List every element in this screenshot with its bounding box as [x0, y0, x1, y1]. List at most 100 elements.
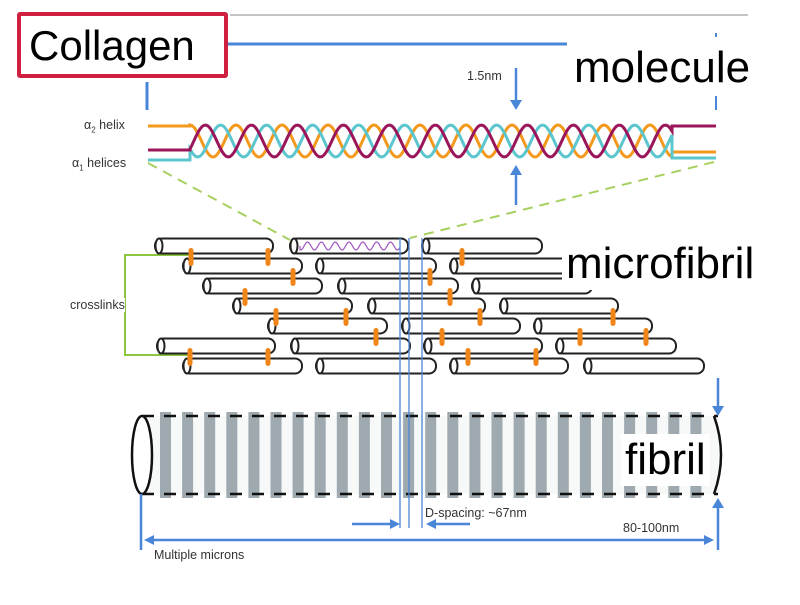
alpha-symbol: α	[84, 118, 92, 132]
microfibril-array	[154, 237, 705, 375]
microfibril-tube	[421, 237, 543, 255]
alpha2-text: helix	[95, 118, 125, 132]
arrow-left-icon	[144, 535, 154, 545]
alpha1-text: helices	[83, 156, 127, 170]
tube-end	[367, 297, 377, 315]
fibril-band	[579, 412, 591, 498]
fibril-band	[425, 412, 437, 498]
fibril-band	[248, 412, 260, 498]
crosslink-mark	[343, 308, 349, 326]
crosslink-mark	[465, 348, 471, 366]
tube-end	[449, 257, 459, 275]
microfibril-tube	[533, 317, 653, 335]
microfibril-tube	[555, 337, 677, 355]
tube-end	[421, 237, 431, 255]
fibril-band	[182, 412, 194, 498]
fibril-band	[336, 412, 348, 498]
crosslink-mark	[273, 308, 279, 326]
microfibril-tube	[182, 257, 303, 275]
alpha-subscript: 1	[79, 163, 84, 173]
label-crosslinks: crosslinks	[70, 298, 125, 312]
tube-end	[499, 297, 509, 315]
helix-strand	[148, 123, 716, 159]
crosslink-mark	[643, 328, 649, 346]
crosslink-mark	[447, 288, 453, 306]
microfibril-tube	[202, 277, 323, 295]
label-alpha1-helices: α1 helices	[72, 156, 126, 173]
fibril-band	[557, 412, 569, 498]
arrow-right-icon	[390, 519, 400, 529]
zoom-guide-right	[409, 161, 715, 239]
crosslink-mark	[187, 348, 193, 366]
arrow-up-icon	[712, 498, 724, 508]
helix-strand	[148, 123, 716, 162]
crosslinks-bracket	[124, 254, 190, 356]
zoom-guide-left	[147, 162, 291, 241]
title-box: Collagen	[17, 12, 228, 78]
tube-end	[289, 237, 299, 255]
tube-end	[154, 237, 164, 255]
fibril-band	[160, 412, 171, 498]
crosslink-mark	[610, 308, 616, 326]
fibril-diameter-arrows	[712, 378, 724, 550]
tube-helix	[299, 241, 401, 251]
arrow-up-icon	[510, 165, 522, 175]
fibril-band	[358, 412, 370, 498]
fibril-band	[204, 412, 216, 498]
microfibril-tube	[267, 317, 388, 335]
tube-end	[315, 257, 325, 275]
label-d-spacing: D-spacing: ~67nm	[425, 506, 527, 520]
fibril-band	[513, 412, 525, 498]
tube-end	[337, 277, 347, 295]
fibril-band	[292, 412, 304, 498]
microfibril-tube	[315, 257, 437, 275]
label-molecule: molecule	[570, 42, 755, 94]
microfibril-tube	[156, 337, 276, 355]
fibril-band	[381, 412, 392, 498]
crosslink-mark	[265, 348, 271, 366]
tube-end	[449, 357, 459, 375]
diameter-arrows	[510, 68, 522, 205]
microfibril-tube	[232, 297, 353, 315]
fibril-end-cap	[130, 414, 154, 496]
label-alpha2-helix: α2 helix	[84, 118, 125, 135]
fibril-right-end	[712, 415, 723, 495]
crosslink-mark	[242, 288, 248, 306]
microfibril-tube	[290, 337, 411, 355]
crosslink-mark	[459, 248, 465, 266]
label-fibril-diameter: 80-100nm	[623, 521, 680, 535]
microfibril-tube	[154, 237, 274, 255]
alpha-subscript: 2	[91, 125, 96, 135]
fibril-band	[491, 412, 503, 498]
tube-end	[423, 337, 433, 355]
title: Collagen	[29, 22, 195, 69]
crosslink-mark	[533, 348, 539, 366]
crosslink-mark	[477, 308, 483, 326]
microfibril-tube	[583, 357, 705, 375]
label-microfibril: microfibril	[562, 238, 759, 290]
helix-strand	[148, 122, 716, 160]
label-fibril-length: Multiple microns	[154, 548, 245, 562]
crosslink-mark	[188, 248, 194, 266]
microfibril-tube	[289, 237, 409, 255]
crosslink-mark	[290, 268, 296, 286]
crosslink-mark	[439, 328, 445, 346]
fibril-band	[535, 412, 547, 498]
microfibril-tube	[449, 257, 571, 275]
d-spacing-guides	[352, 238, 470, 529]
alpha-symbol: α	[72, 156, 80, 170]
tube-end	[583, 357, 593, 375]
fibril-band	[447, 412, 459, 498]
tube-end	[555, 337, 565, 355]
crosslink-mark	[577, 328, 583, 346]
tube-end	[156, 337, 166, 355]
tube-end	[232, 297, 242, 315]
arrow-right-icon	[704, 535, 714, 545]
microfibril-tube	[499, 297, 619, 315]
triple-helix	[148, 122, 716, 162]
microfibril-tube	[367, 297, 486, 315]
fibril-band	[314, 412, 326, 498]
microfibril-tube	[315, 357, 437, 375]
microfibril-tube	[337, 277, 459, 295]
